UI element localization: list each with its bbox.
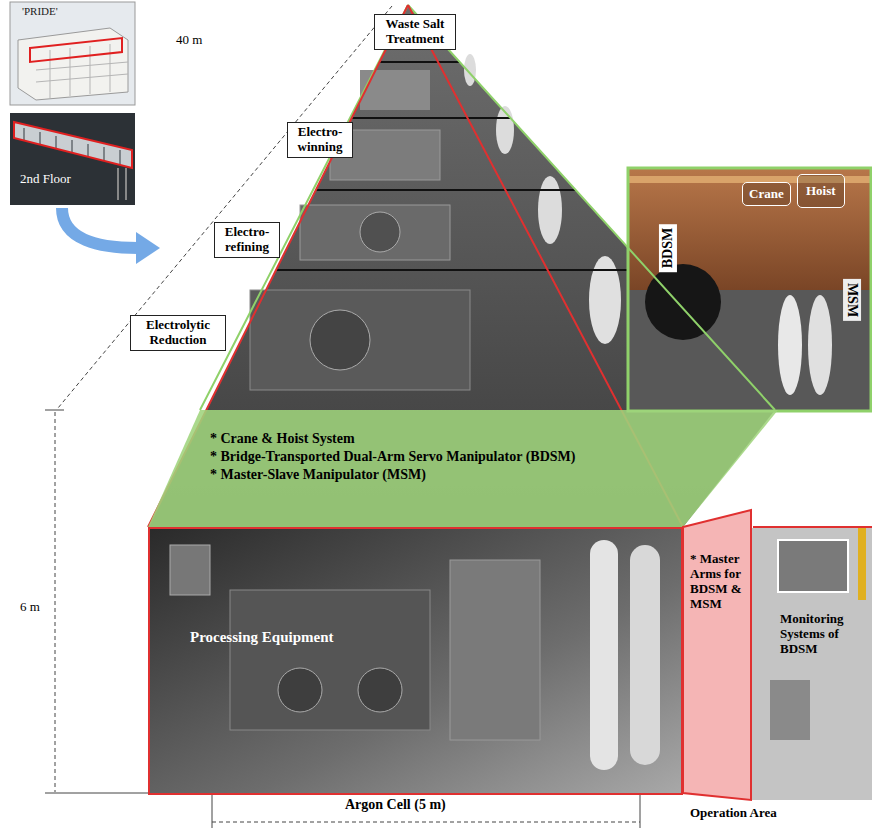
part-label: BDSM xyxy=(659,224,677,272)
dimension-line xyxy=(55,412,56,792)
process-stage-box: Electrolytic Reduction xyxy=(130,315,226,351)
dimension-tick xyxy=(45,410,148,793)
floor-thumbnail xyxy=(10,113,135,205)
equipment-band: * Crane & Hoist System* Bridge-Transport… xyxy=(148,410,778,527)
equipment xyxy=(250,290,470,390)
process-stage-box: Electro-refining xyxy=(214,222,280,258)
thumbnail-ground xyxy=(10,2,135,105)
photo-ground xyxy=(628,168,872,290)
manipulator-boot xyxy=(778,295,802,395)
dimension-label: 40 m xyxy=(176,33,202,48)
dimension-line xyxy=(212,822,640,823)
building-shape xyxy=(18,28,128,100)
node-text: Crane xyxy=(749,186,784,202)
node-text: Electrolytic Reduction xyxy=(136,318,220,348)
floor-shape xyxy=(14,122,132,168)
yellow-arm xyxy=(858,528,866,600)
equipment xyxy=(230,590,430,730)
equipment xyxy=(300,205,450,260)
stair-legs xyxy=(118,168,126,200)
equipment xyxy=(278,668,322,712)
red-line xyxy=(148,5,872,527)
photo-ground xyxy=(752,528,872,800)
floor-label: 2nd Floor xyxy=(20,172,71,187)
node-text: Electro-refining xyxy=(220,225,274,255)
node-text: Processing Equipment xyxy=(190,629,681,646)
manipulator-boot xyxy=(630,545,660,765)
building-name: 'PRIDE' xyxy=(22,5,58,18)
equipment xyxy=(358,668,402,712)
dimension-label: 6 m xyxy=(20,600,40,615)
manipulator-boot xyxy=(590,540,618,770)
monitor-screen xyxy=(778,540,848,592)
building-thumbnail xyxy=(10,2,135,105)
equipment xyxy=(170,545,210,595)
front-photo xyxy=(150,529,681,793)
dimension-tick xyxy=(212,795,640,828)
equipment xyxy=(310,310,370,370)
area-label: Operation Area xyxy=(690,806,777,821)
node-text: Waste Salt Treatment xyxy=(380,17,450,47)
argon-cell-panel: Processing Equipment xyxy=(148,527,683,795)
node-text: * Master-Slave Manipulator (MSM) xyxy=(210,466,778,484)
thumbnail-ground xyxy=(10,113,135,205)
node-text: Electro-winning xyxy=(293,125,347,155)
bdsm-body xyxy=(645,264,721,340)
arrow-head xyxy=(136,232,160,264)
node-shape xyxy=(683,510,751,800)
section-divider xyxy=(276,62,648,270)
crane-tag: Crane xyxy=(742,182,791,206)
equipment xyxy=(360,212,400,252)
node-text: * Crane & Hoist System xyxy=(210,430,778,448)
inset-frame xyxy=(628,168,871,411)
console xyxy=(770,680,810,740)
green-line xyxy=(200,5,775,410)
part-label: MSM xyxy=(843,279,861,321)
node-shape xyxy=(148,410,778,527)
floor-windows xyxy=(24,128,120,164)
monitoring-photo xyxy=(752,528,872,800)
dimension-line xyxy=(58,6,392,408)
part-label: Monitoring Systems of BDSM xyxy=(780,612,868,657)
cell-photo xyxy=(150,529,681,793)
node-text: * Master Arms for BDSM & MSM xyxy=(690,552,749,612)
arrow-shaft xyxy=(62,208,138,248)
operation-area-panel: * Master Arms for BDSM & MSM xyxy=(683,510,753,800)
floor-outline xyxy=(30,38,122,62)
floor-outline xyxy=(14,122,132,168)
manipulator-boot xyxy=(808,295,832,395)
zoom-arrow xyxy=(62,208,160,264)
process-stage-box: Electro-winning xyxy=(287,122,353,158)
node-text: * Bridge-Transported Dual-Arm Servo Mani… xyxy=(210,448,778,466)
node-text: Hoist xyxy=(806,183,836,199)
process-stage-box: Waste Salt Treatment xyxy=(374,14,456,50)
hoist-tag: Hoist xyxy=(797,174,845,208)
equipment xyxy=(450,560,540,740)
perspective-lines xyxy=(148,5,872,527)
dimension-label: Argon Cell (5 m) xyxy=(345,797,446,813)
manipulator-boot xyxy=(538,176,562,244)
